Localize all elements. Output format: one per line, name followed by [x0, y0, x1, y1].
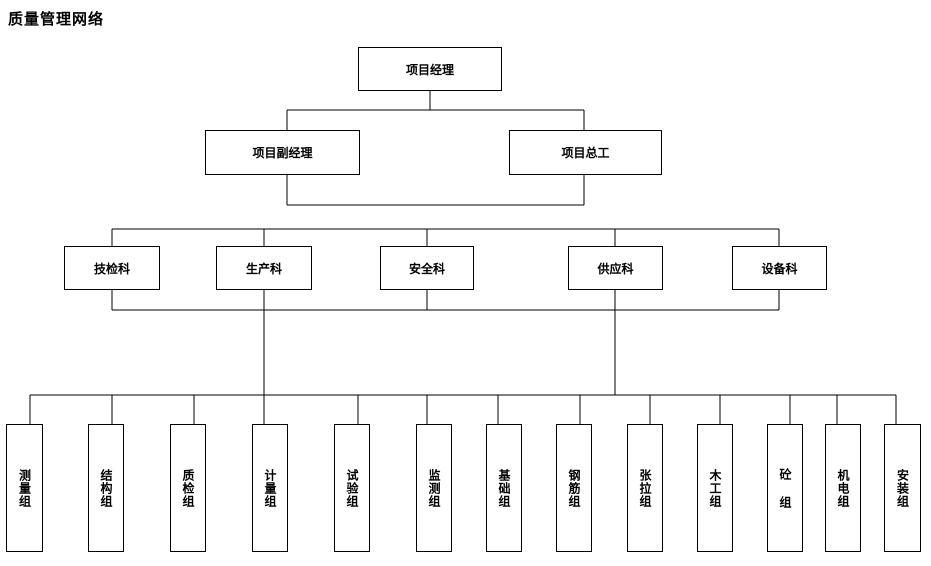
- node-label: 安装组: [895, 468, 910, 508]
- node-group: 木工组: [697, 424, 733, 552]
- node-label: 安全科: [408, 261, 445, 276]
- node-label: 结构组: [99, 468, 113, 508]
- node-group: 张拉组: [627, 424, 663, 552]
- node-group: 计量组: [252, 424, 288, 552]
- node-dept: 技检科: [64, 246, 160, 290]
- node-group: 安装组: [884, 424, 921, 552]
- node-group: 测量组: [6, 424, 43, 552]
- node-group: 试验组: [334, 424, 370, 552]
- node-deputy-manager: 项目副经理: [205, 130, 360, 175]
- node-label: 木工组: [708, 468, 722, 508]
- node-dept: 设备科: [732, 246, 827, 290]
- node-group: 结构组: [88, 424, 124, 552]
- node-label: 生产科: [245, 261, 282, 276]
- node-dept: 供应科: [568, 246, 663, 290]
- node-label: 项目副经理: [252, 146, 313, 160]
- node-dept: 生产科: [216, 246, 312, 290]
- page-title: 质量管理网络: [8, 10, 105, 28]
- node-label: 砼 组: [778, 467, 792, 509]
- node-project-manager: 项目经理: [358, 47, 502, 91]
- node-group: 机电组: [825, 424, 861, 552]
- node-label: 项目经理: [405, 62, 454, 77]
- node-label: 项目总工: [561, 146, 610, 160]
- node-label: 设备科: [761, 261, 798, 276]
- node-label: 基础组: [497, 468, 511, 508]
- node-label: 供应科: [597, 261, 634, 276]
- node-group: 钢筋组: [556, 424, 592, 552]
- node-label: 技检科: [93, 261, 130, 276]
- node-chief-engineer: 项目总工: [509, 130, 662, 175]
- node-label: 试验组: [345, 468, 359, 508]
- node-group: 质检组: [170, 424, 206, 552]
- node-label: 质检组: [181, 468, 195, 508]
- node-label: 机电组: [836, 468, 850, 508]
- node-label: 监测组: [427, 468, 441, 508]
- node-label: 测量组: [17, 468, 32, 508]
- node-label: 计量组: [263, 468, 277, 508]
- node-dept: 安全科: [380, 246, 474, 290]
- node-group: 砼 组: [767, 424, 803, 552]
- node-label: 张拉组: [638, 468, 652, 508]
- node-group: 基础组: [486, 424, 522, 552]
- node-label: 钢筋组: [567, 468, 581, 508]
- node-group: 监测组: [416, 424, 452, 552]
